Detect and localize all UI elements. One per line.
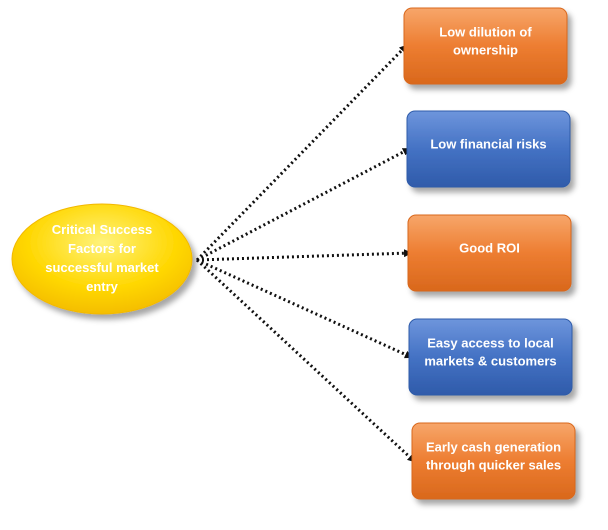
factor-box-2 — [406, 110, 571, 188]
center-label-line-4: entry — [86, 279, 119, 294]
factor-node-2: Low financial risks — [406, 110, 571, 188]
factor-label-1-line-2: ownership — [453, 42, 518, 57]
connector-arrow-1 — [195, 44, 408, 262]
factor-box-5 — [411, 422, 576, 500]
center-ellipse — [11, 203, 193, 315]
connector-arrow-2 — [196, 147, 411, 262]
factor-label-5-line-2: through quicker sales — [426, 457, 561, 472]
factor-label-2-line-1: Low financial risks — [430, 136, 546, 151]
connector-arrow-4 — [196, 258, 413, 359]
factor-node-5: Early cash generation through quicker sal… — [411, 422, 576, 500]
center-label-line-3: successful market — [45, 260, 159, 275]
factor-label-1-line-1: Low dilution of — [439, 24, 532, 39]
factor-label-5-line-1: Early cash generation — [426, 439, 561, 454]
connector-arrow-5 — [195, 258, 416, 463]
factor-label-4-line-1: Easy access to local — [427, 335, 553, 350]
factor-box-1 — [403, 7, 568, 85]
factor-label-4-line-2: markets & customers — [424, 353, 556, 368]
connector-group — [195, 44, 416, 463]
factor-box-3 — [407, 214, 572, 292]
center-label-line-1: Critical Success — [52, 222, 152, 237]
factor-box-4 — [408, 318, 573, 396]
factor-label-3-line-1: Good ROI — [459, 240, 520, 255]
connector-arrow-3 — [196, 249, 412, 262]
center-label-line-2: Factors for — [68, 241, 136, 256]
factor-node-1: Low dilution of ownership — [403, 7, 568, 85]
factor-node-3: Good ROI — [407, 214, 572, 292]
factor-node-4: Easy access to local markets & customers — [408, 318, 573, 396]
